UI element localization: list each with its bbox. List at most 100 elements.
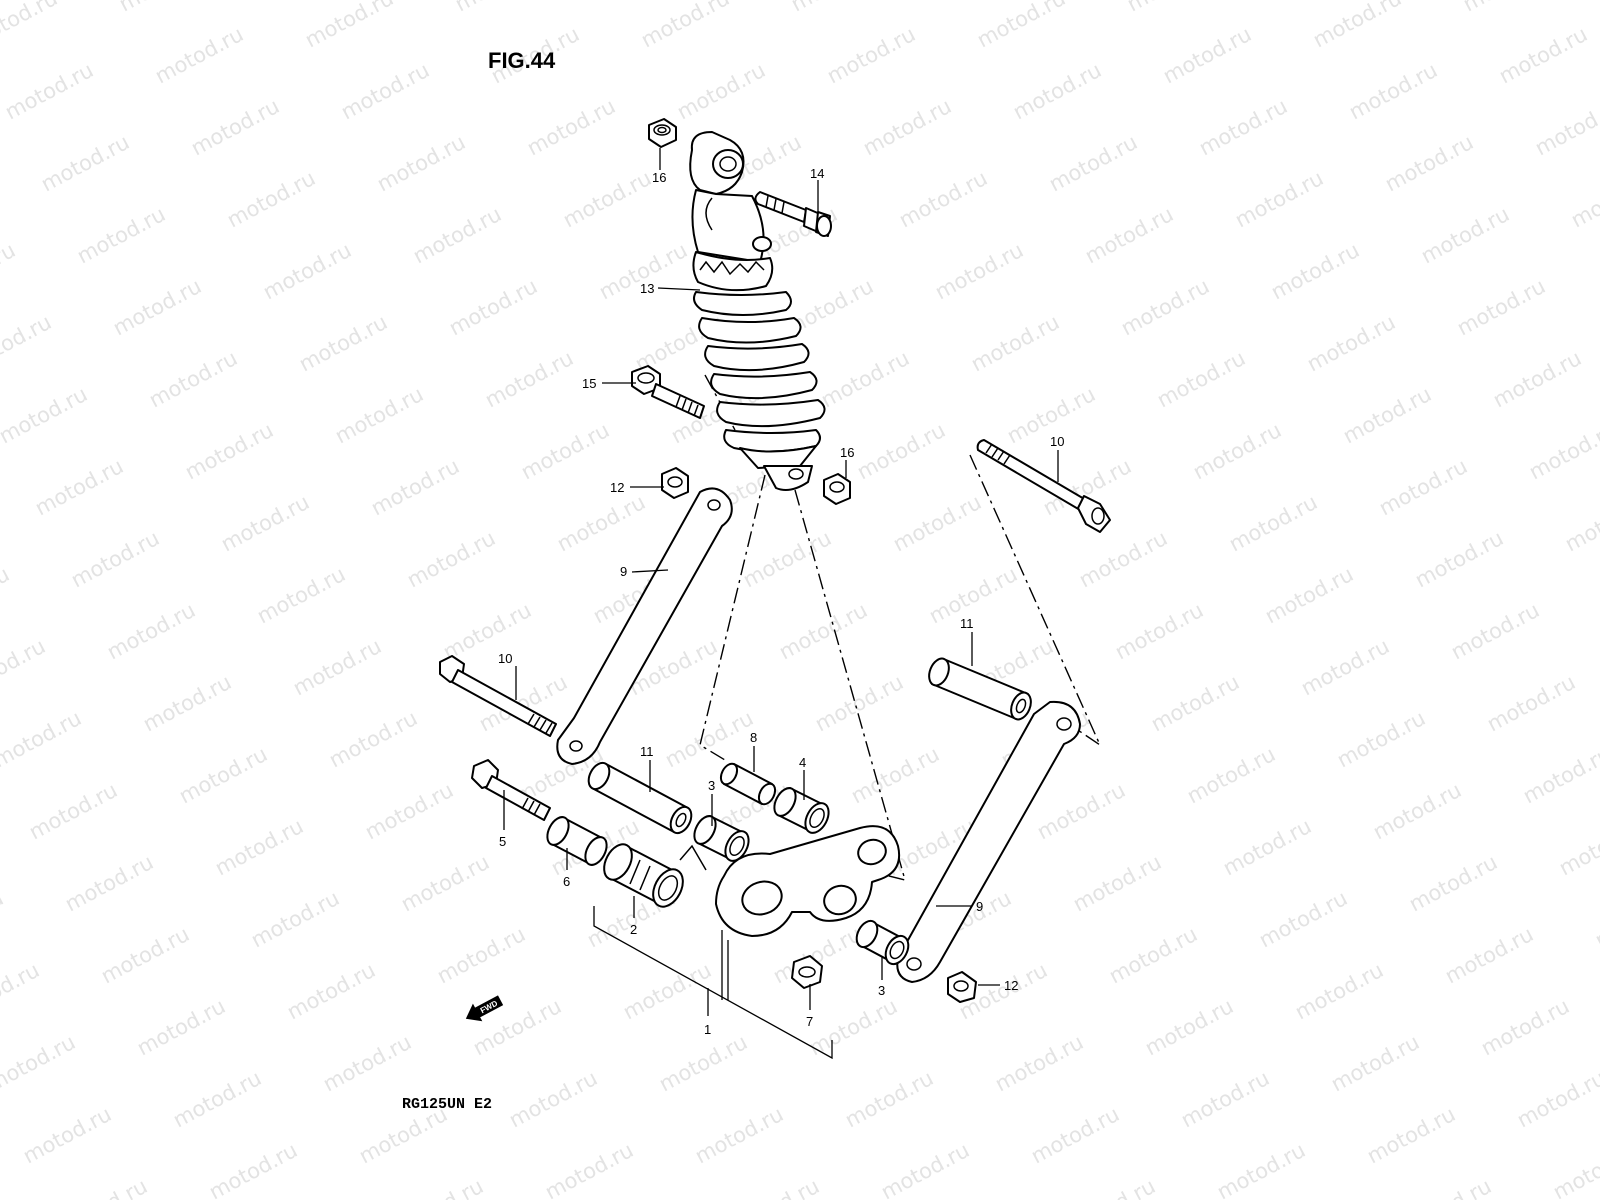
watermark-text: motod.ru [1417,202,1513,268]
watermark-text: motod.ru [283,958,379,1024]
watermark-text: motod.ru [103,598,199,664]
watermark-text: motod.ru [1069,850,1165,916]
watermark-text: motod.ru [31,454,127,520]
watermark-text: motod.ru [1339,382,1435,448]
watermark-text: motod.ru [1117,274,1213,340]
watermark-text: motod.ru [931,238,1027,304]
callout-1: 1 [704,1022,711,1037]
watermark-text: motod.ru [0,382,91,448]
nut-16-mid [823,473,851,505]
watermark-text: motod.ru [169,1066,265,1132]
callout-7: 7 [806,1014,813,1029]
spacer-6 [546,816,608,866]
watermark-text: motod.ru [1045,130,1141,196]
rear-shock-absorber [689,131,826,491]
watermark-text: motod.ru [331,382,427,448]
watermark-text: motod.ru [253,562,349,628]
bearing-2 [603,843,684,908]
callout-14: 14 [810,166,824,181]
watermark-text: motod.ru [637,0,733,52]
callout-9-right: 9 [976,899,983,914]
watermark-text: motod.ru [133,994,229,1060]
watermark-text: motod.ru [139,670,235,736]
watermark-text: motod.ru [1063,1174,1159,1200]
watermark-text: motod.ru [775,598,871,664]
watermark-text: motod.ru [559,166,655,232]
watermark-text: motod.ru [877,1138,973,1200]
watermark-text: motod.ru [0,562,13,628]
watermark-text: motod.ru [259,238,355,304]
watermark-text: motod.ru [1183,742,1279,808]
watermark-text: motod.ru [25,778,121,844]
watermark-text: motod.ru [1231,166,1327,232]
nut-12-right [947,971,977,1003]
watermark-text: motod.ru [841,1066,937,1132]
watermark-text: motod.ru [1399,1174,1495,1200]
figure-title: FIG.44 [488,48,556,73]
watermark-text: motod.ru [223,166,319,232]
watermark-text: motod.ru [973,0,1069,52]
callout-3-top: 3 [708,778,715,793]
watermark-text: motod.ru [523,94,619,160]
watermark-text: motod.ru [481,346,577,412]
watermark-text: motod.ru [1549,1138,1600,1200]
bearing-3-bottom [855,919,910,966]
watermark-text: motod.ru [691,1102,787,1168]
watermark-text: motod.ru [823,22,919,88]
bushing-11-mid [587,761,693,835]
watermark-text: motod.ru [1195,94,1291,160]
watermark-text: motod.ru [109,274,205,340]
watermark-text: motod.ru [1303,310,1399,376]
watermark-text: motod.ru [211,814,307,880]
watermark-text: motod.ru [1453,274,1549,340]
watermark-text: motod.ru [397,850,493,916]
watermark-text: motod.ru [787,0,883,16]
watermark-text: motod.ru [1489,346,1585,412]
watermark-text: motod.ru [0,886,7,952]
watermark-text: motod.ru [1111,598,1207,664]
watermark-text: motod.ru [895,166,991,232]
watermark-text: motod.ru [97,922,193,988]
watermark-text: motod.ru [0,634,49,700]
watermark-text: motod.ru [247,886,343,952]
watermark-text: motod.ru [1327,1030,1423,1096]
watermark-text: motod.ru [817,346,913,412]
watermark-text: motod.ru [1441,922,1537,988]
watermark-text: motod.ru [1447,598,1543,664]
watermark-text: motod.ru [1333,706,1429,772]
callout-12-left: 12 [610,480,624,495]
watermark-text: motod.ru [319,1030,415,1096]
watermark-text: motod.ru [445,274,541,340]
watermark-text: motod.ru [811,670,907,736]
watermark-text: motod.ru [0,1030,79,1096]
cushion-lever [679,825,900,937]
watermark-text: motod.ru [0,310,55,376]
watermark-text: motod.ru [1213,1138,1309,1200]
watermark-text: motod.ru [175,742,271,808]
watermark-text: motod.ru [403,526,499,592]
callout-2: 2 [630,922,637,937]
watermark-text: motod.ru [1225,490,1321,556]
watermark-text: motod.ru [187,94,283,160]
watermark-text: motod.ru [1153,346,1249,412]
watermark-text: motod.ru [361,778,457,844]
watermark-text: motod.ru [1561,490,1600,556]
watermark-text: motod.ru [1177,1066,1273,1132]
watermark-text: motod.ru [37,130,133,196]
watermark-text: motod.ru [1483,670,1579,736]
bolt-10-right [976,439,1111,533]
watermark-text: motod.ru [1255,886,1351,952]
watermark-text: motod.ru [847,742,943,808]
watermark-text: motod.ru [553,490,649,556]
watermark-text: motod.ru [1267,238,1363,304]
callout-4: 4 [799,755,806,770]
callout-10-right: 10 [1050,434,1064,449]
watermark-text: motod.ru [1363,1102,1459,1168]
watermark-text: motod.ru [1369,778,1465,844]
watermark-text: motod.ru [1189,418,1285,484]
watermark-text: motod.ru [1555,814,1600,880]
nut-7 [791,955,823,989]
watermark-text: motod.ru [1009,58,1105,124]
watermark-text: motod.ru [1513,1066,1600,1132]
